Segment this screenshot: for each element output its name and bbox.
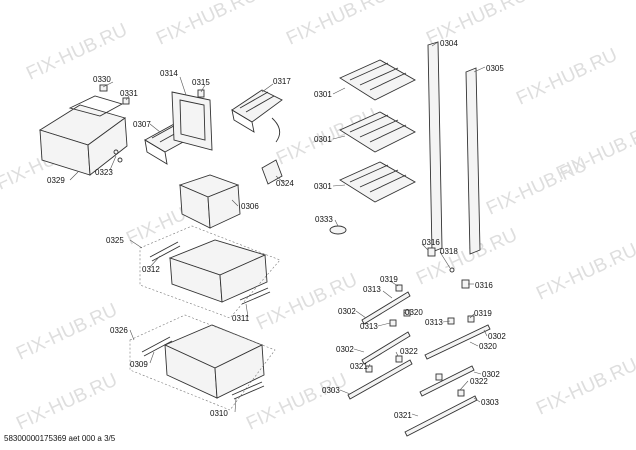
label-0319-left: 0319 — [380, 275, 398, 284]
label-0310: 0310 — [210, 409, 228, 418]
part-0303-runner-right — [419, 365, 475, 397]
part-0302-runner-right — [424, 324, 491, 360]
watermark-text: FIX-HUB.RU — [243, 370, 350, 435]
label-0303-left: 0303 — [322, 386, 340, 395]
part-0317-ice-maker — [231, 89, 283, 143]
label-0320-right: 0320 — [479, 342, 497, 351]
part-0318-screw — [449, 267, 455, 273]
part-0325-drawer — [139, 225, 281, 319]
part-0301-shelf-top — [339, 59, 416, 101]
part-0326-drawer — [129, 314, 276, 411]
part-labels: 0330 0331 0314 0315 0317 0307 0329 0323 … — [47, 39, 506, 420]
label-0313-right: 0313 — [425, 318, 443, 327]
watermark-text: FIX-HUB.RU — [13, 370, 120, 435]
label-0311: 0311 — [232, 314, 250, 323]
watermark-text: FIX-HUB.RU — [513, 45, 620, 110]
part-clips — [365, 284, 475, 397]
part-0312-rail — [149, 241, 181, 262]
part-0303-runner — [347, 359, 413, 400]
part-0323-screws — [113, 149, 123, 163]
label-0313-left-top: 0313 — [363, 285, 381, 294]
label-0321-left: 0321 — [350, 362, 368, 371]
part-0314-panel — [171, 91, 213, 151]
part-0324-bracket — [261, 159, 283, 185]
label-0301-top: 0301 — [314, 90, 332, 99]
label-0303-right: 0303 — [481, 398, 499, 407]
watermark-text: FIX-HUB.RU — [23, 20, 130, 85]
part-0306-bin — [178, 174, 241, 229]
part-0331-clip — [122, 97, 130, 105]
watermark-text: FIX-HUB.RU — [13, 300, 120, 365]
label-0329: 0329 — [47, 176, 65, 185]
label-0307: 0307 — [133, 120, 151, 129]
label-0321-right: 0321 — [394, 411, 412, 420]
label-0302-right-top: 0302 — [488, 332, 506, 341]
label-0316-lower: 0316 — [475, 281, 493, 290]
part-0330-clip — [99, 84, 108, 92]
label-0304: 0304 — [440, 39, 458, 48]
label-0331: 0331 — [120, 89, 138, 98]
label-0320-left: 0320 — [405, 308, 423, 317]
label-0316-upper: 0316 — [422, 238, 440, 247]
watermark-text: FIX-HUB.RU — [553, 120, 636, 185]
part-0309-rail — [141, 336, 173, 357]
part-0329-tray — [38, 95, 128, 176]
label-0302-left-top: 0302 — [338, 307, 356, 316]
label-0325: 0325 — [106, 236, 124, 245]
watermark-text: FIX-HUB.RU — [283, 0, 390, 50]
label-0309: 0309 — [130, 360, 148, 369]
label-0313-left-mid: 0313 — [360, 322, 378, 331]
label-0301-middle: 0301 — [314, 135, 332, 144]
label-0312: 0312 — [142, 265, 160, 274]
label-0317: 0317 — [273, 77, 291, 86]
document-footer: 58300000175369 aet 000 a 3/5 — [4, 434, 116, 443]
label-0315: 0315 — [192, 78, 210, 87]
part-0305-vertical-rail — [465, 67, 481, 255]
label-0324: 0324 — [276, 179, 294, 188]
part-0304-vertical-rail — [427, 41, 443, 253]
part-0315-clip — [197, 89, 205, 98]
part-0301-shelf-middle — [339, 111, 416, 153]
part-0310-rail — [231, 381, 265, 400]
watermark-text: FIX-HUB.RU — [153, 0, 260, 50]
label-0330: 0330 — [93, 75, 111, 84]
label-0322-left: 0322 — [400, 347, 418, 356]
label-0302-right-mid: 0302 — [482, 370, 500, 379]
watermark-text: FIX-HUB.RU — [533, 355, 636, 420]
label-0306: 0306 — [241, 202, 259, 211]
part-0311-rail — [239, 287, 271, 305]
label-0326: 0326 — [110, 326, 128, 335]
label-0322-right: 0322 — [470, 377, 488, 386]
label-0333: 0333 — [315, 215, 333, 224]
part-0333-knob — [329, 225, 347, 235]
part-0316-clip — [427, 247, 436, 257]
label-0319-right: 0319 — [474, 309, 492, 318]
label-0314: 0314 — [160, 69, 178, 78]
leader-lines — [69, 41, 488, 417]
part-0321-runner-right — [404, 395, 478, 437]
label-0323: 0323 — [95, 168, 113, 177]
part-0301-shelf-bottom — [339, 161, 416, 203]
label-0301-bottom: 0301 — [314, 182, 332, 191]
label-0318: 0318 — [440, 247, 458, 256]
label-0305: 0305 — [486, 64, 504, 73]
part-0302-runner — [361, 291, 411, 325]
label-0302-left-mid: 0302 — [336, 345, 354, 354]
watermark-text: FIX-HUB.RU — [253, 270, 360, 335]
part-0302-runner — [361, 331, 411, 365]
watermark-text: FIX-HUB.RU — [533, 240, 636, 305]
part-0316-clip-second — [461, 279, 470, 289]
